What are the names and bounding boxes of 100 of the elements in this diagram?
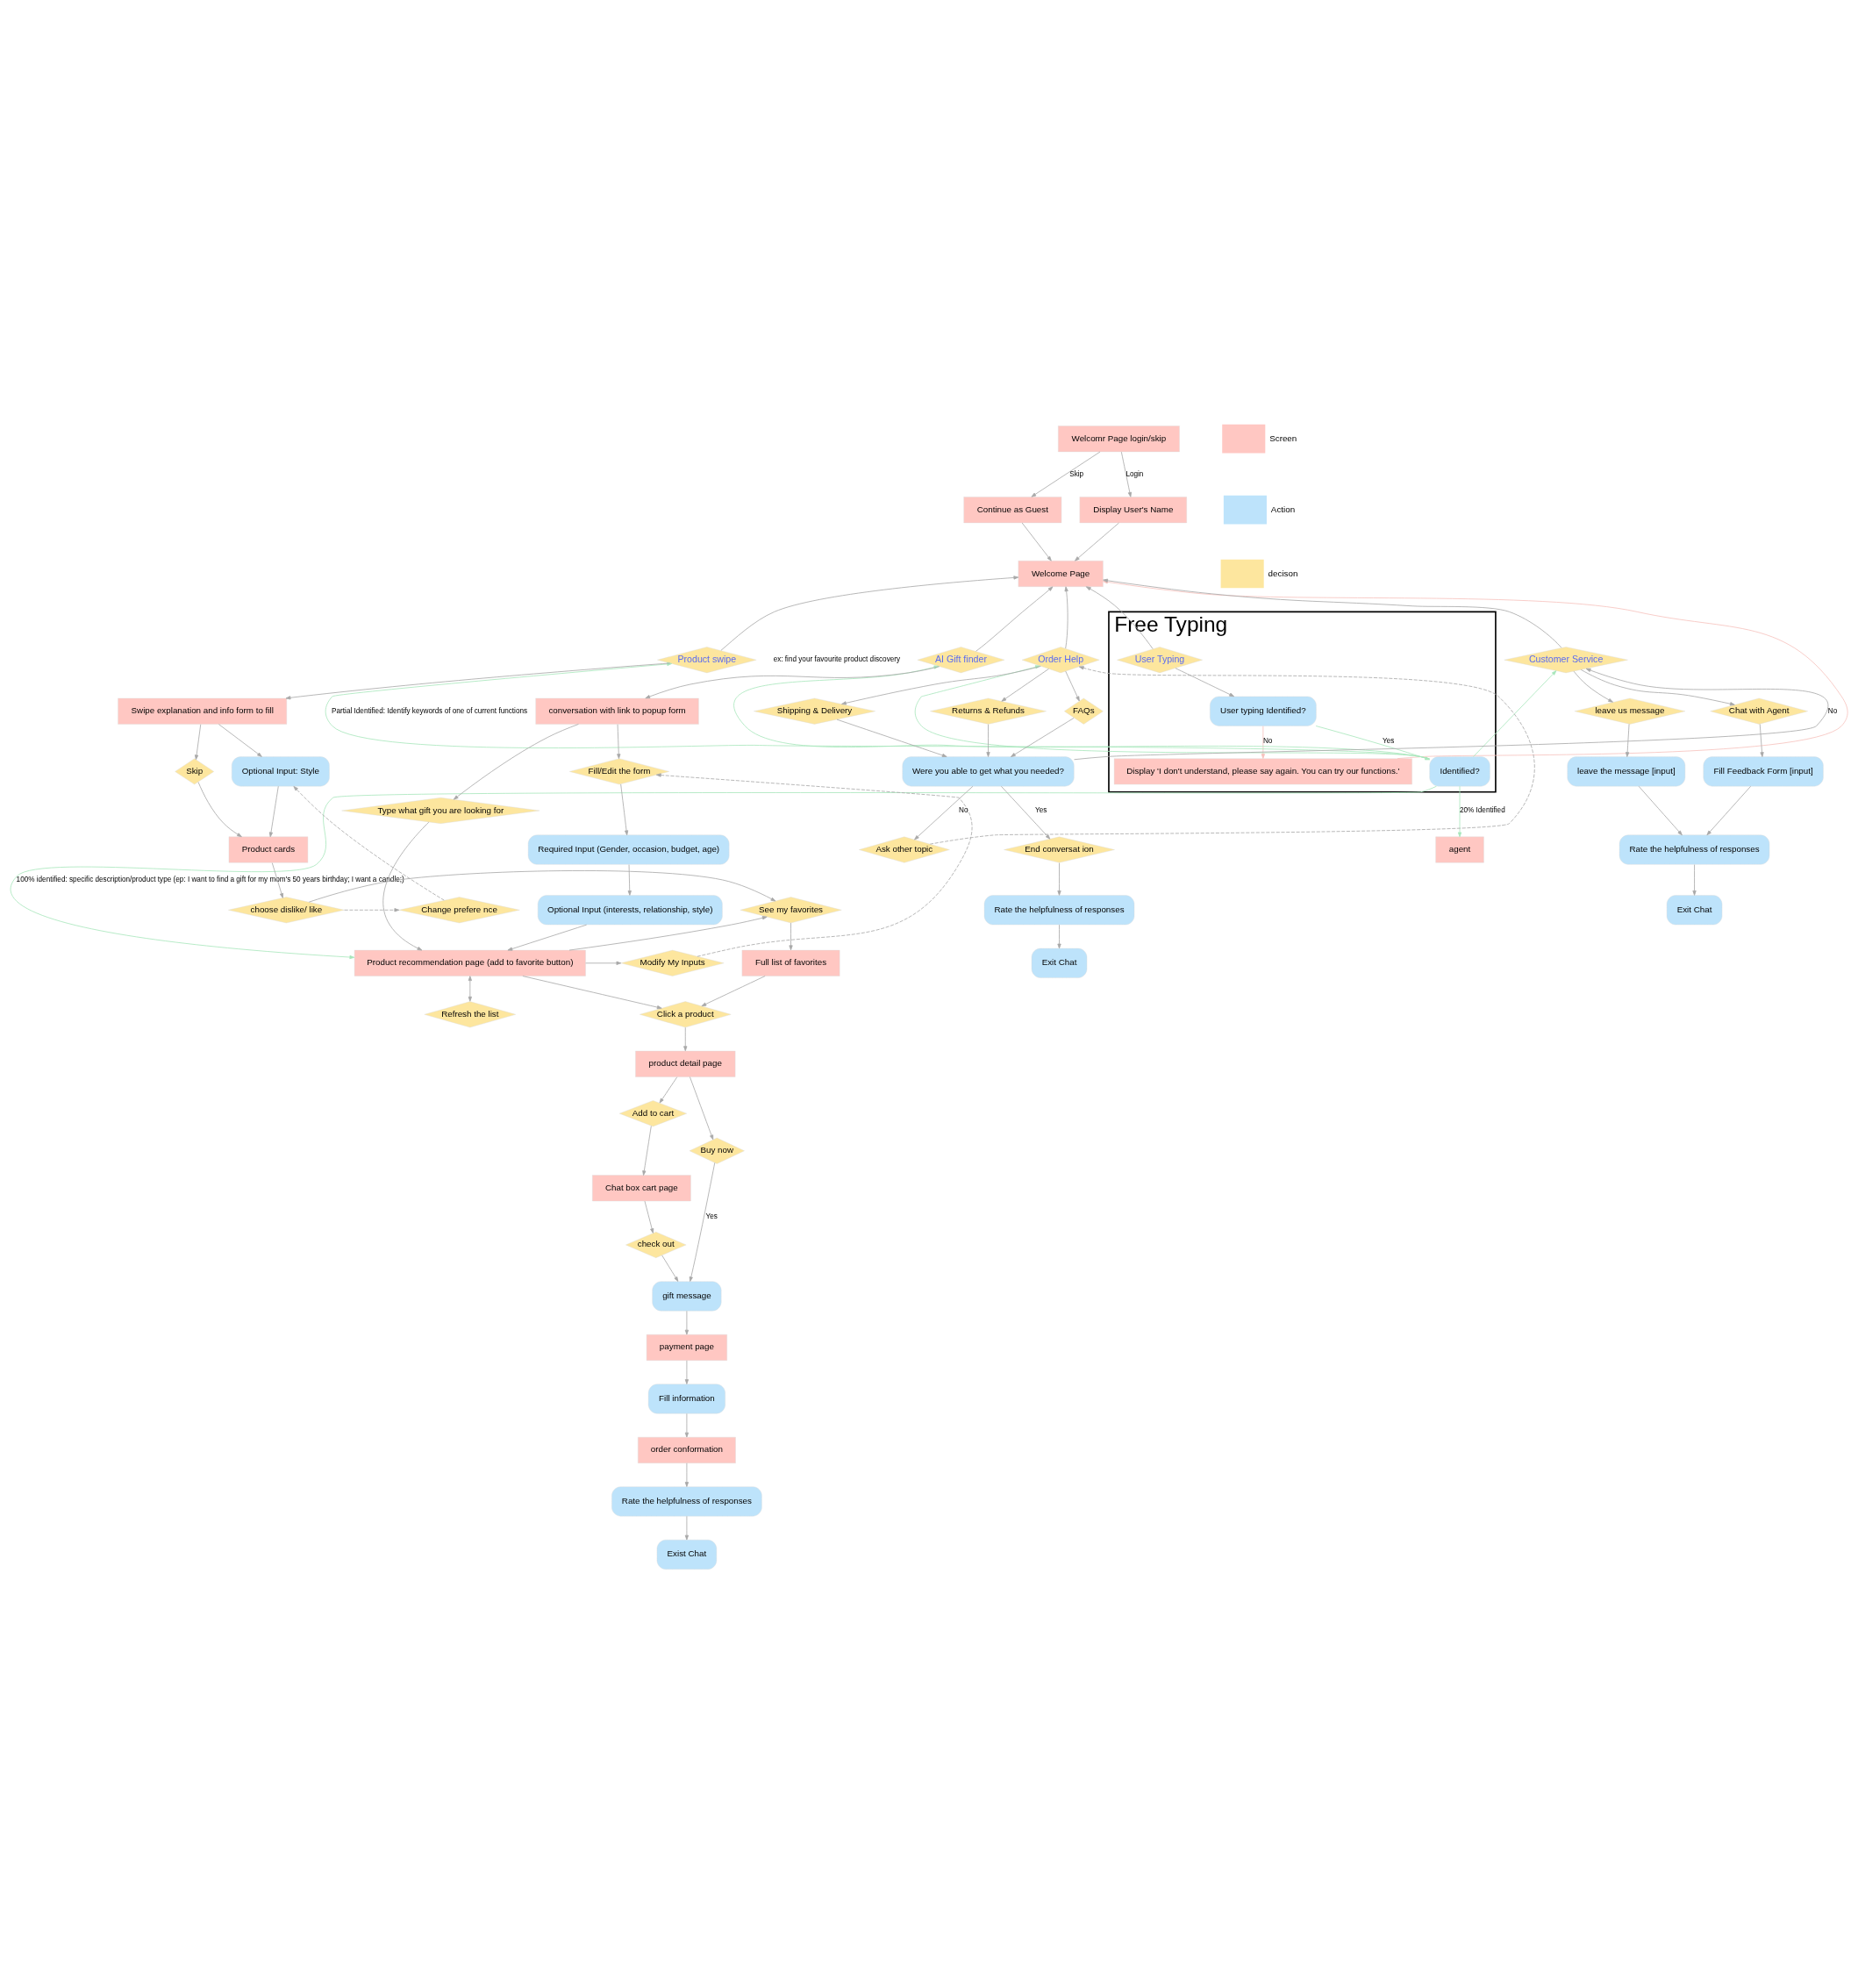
edge-label: No bbox=[1827, 706, 1838, 715]
node-diamond: Change prefere nce bbox=[398, 897, 520, 924]
node-diamond: Refresh the list bbox=[424, 1001, 517, 1028]
node-box: order conformation bbox=[638, 1437, 736, 1463]
node-diamond: Skip bbox=[175, 758, 214, 785]
edge-label: No bbox=[1262, 737, 1273, 746]
node-diamond: Modify My Inputs bbox=[620, 949, 725, 976]
arrow bbox=[382, 821, 430, 951]
node-diamond: Fill/Edit the form bbox=[568, 758, 670, 785]
edge-label: 100% identified: specific description/product type (ep: I want to find a gift for my mom's 50 years birthday; I want a candle;) bbox=[16, 875, 404, 883]
arrow bbox=[1074, 668, 1829, 761]
arrow bbox=[585, 961, 622, 965]
arrow bbox=[655, 773, 973, 957]
node-diamond: Product swipe bbox=[657, 647, 757, 674]
arrow bbox=[1064, 586, 1068, 649]
arrow bbox=[1706, 785, 1752, 836]
arrow bbox=[10, 785, 1437, 960]
node-box: Product recommendation page (add to favorite button) bbox=[354, 949, 586, 976]
node-box: Exist Chat bbox=[656, 1539, 718, 1570]
arrow bbox=[1573, 670, 1613, 703]
arrow bbox=[308, 870, 776, 903]
node-box: leave the message [input] bbox=[1567, 756, 1686, 787]
arrow bbox=[627, 864, 632, 896]
legend-label: Screen bbox=[1269, 433, 1297, 443]
arrow bbox=[617, 724, 621, 759]
arrow bbox=[1457, 785, 1462, 838]
arrow bbox=[1580, 669, 1735, 706]
node-box: product detail page bbox=[635, 1050, 736, 1077]
node-diamond: Type what gift you are looking for bbox=[341, 797, 540, 824]
edge-label: Yes bbox=[705, 1212, 718, 1220]
node-diamond: Add to cart bbox=[618, 1100, 687, 1127]
arrow bbox=[1085, 586, 1154, 650]
arrow bbox=[1001, 668, 1049, 702]
node-diamond: User Typing bbox=[1117, 647, 1203, 674]
edge-label: Skip bbox=[1069, 469, 1084, 478]
arrow bbox=[197, 782, 242, 838]
arrow bbox=[218, 724, 262, 757]
node-box: Rate the helpfulness of responses bbox=[983, 895, 1135, 926]
arrow bbox=[836, 719, 947, 757]
node-box: Optional Input: Style bbox=[232, 756, 330, 787]
node-box: Optional Input (interests, relationship, style) bbox=[537, 895, 723, 926]
arrow bbox=[1057, 862, 1061, 896]
arrow bbox=[720, 576, 1019, 651]
node-box: Exit Chat bbox=[1031, 948, 1088, 978]
node-label: ex: find your favourite product discovery bbox=[773, 655, 901, 664]
arrow bbox=[507, 924, 588, 951]
legend-label: Action bbox=[1270, 504, 1296, 514]
arrow bbox=[522, 976, 662, 1010]
arrow bbox=[344, 908, 400, 912]
edge-label: 20% Identified bbox=[1459, 806, 1505, 815]
edge-label: Yes bbox=[1034, 806, 1047, 815]
node-box: Rate the helpfulness of responses bbox=[1619, 834, 1770, 865]
node-box: Display 'I don't understand, please say again. You can try our functions.' bbox=[1113, 758, 1412, 785]
node-diamond: Buy now bbox=[689, 1137, 745, 1164]
node-diamond: choose dislike/ like bbox=[228, 897, 345, 924]
node-box: agent bbox=[1435, 836, 1484, 863]
arrow bbox=[914, 785, 974, 840]
arrow bbox=[975, 586, 1054, 652]
edge-label: No bbox=[959, 806, 968, 815]
arrow bbox=[1075, 522, 1119, 561]
arrow bbox=[1315, 726, 1431, 761]
arrow bbox=[684, 1462, 690, 1487]
arrow bbox=[684, 1515, 690, 1541]
node-box: Fill information bbox=[647, 1384, 725, 1414]
node-box: Chat box cart page bbox=[592, 1175, 691, 1202]
arrow bbox=[468, 976, 472, 1002]
arrow bbox=[1031, 451, 1101, 497]
node-box: Product cards bbox=[228, 836, 309, 863]
node-diamond: Shipping & Delivery bbox=[754, 697, 875, 725]
arrow bbox=[684, 1311, 690, 1335]
arrow bbox=[684, 1360, 690, 1384]
node-box: Welcomr Page login/skip bbox=[1058, 425, 1180, 453]
node-diamond: Order Help bbox=[1021, 647, 1100, 674]
arrow bbox=[1638, 785, 1683, 836]
node-diamond: check out bbox=[625, 1232, 687, 1258]
arrow bbox=[1120, 451, 1132, 497]
arrow bbox=[684, 1412, 690, 1438]
node-box: gift message bbox=[652, 1281, 722, 1312]
node-box: Rate the helpfulness of responses bbox=[611, 1486, 762, 1517]
node-box: conversation with link to popup form bbox=[535, 697, 699, 725]
node-box: Display User's Name bbox=[1079, 497, 1187, 524]
arrow bbox=[453, 724, 579, 800]
arrow bbox=[1021, 522, 1052, 561]
node-box: Fill Feedback Form [input] bbox=[1703, 756, 1824, 787]
arrow bbox=[701, 976, 766, 1007]
arrow bbox=[271, 862, 284, 898]
arrow bbox=[285, 662, 670, 700]
arrow bbox=[568, 916, 768, 951]
arrow bbox=[1175, 668, 1234, 697]
node-box: Exit Chat bbox=[1666, 895, 1723, 926]
edge-label: Yes bbox=[1382, 737, 1395, 746]
arrow bbox=[659, 1076, 678, 1104]
node-box: Continue as Guest bbox=[963, 497, 1062, 524]
arrow bbox=[986, 724, 990, 757]
legend-label: decison bbox=[1268, 568, 1298, 578]
node-box: Required Input (Gender, occasion, budget, age) bbox=[527, 834, 730, 865]
arrow bbox=[689, 1162, 716, 1282]
node-box: payment page bbox=[646, 1334, 727, 1361]
arrow bbox=[789, 922, 793, 951]
arrow bbox=[1261, 726, 1265, 759]
